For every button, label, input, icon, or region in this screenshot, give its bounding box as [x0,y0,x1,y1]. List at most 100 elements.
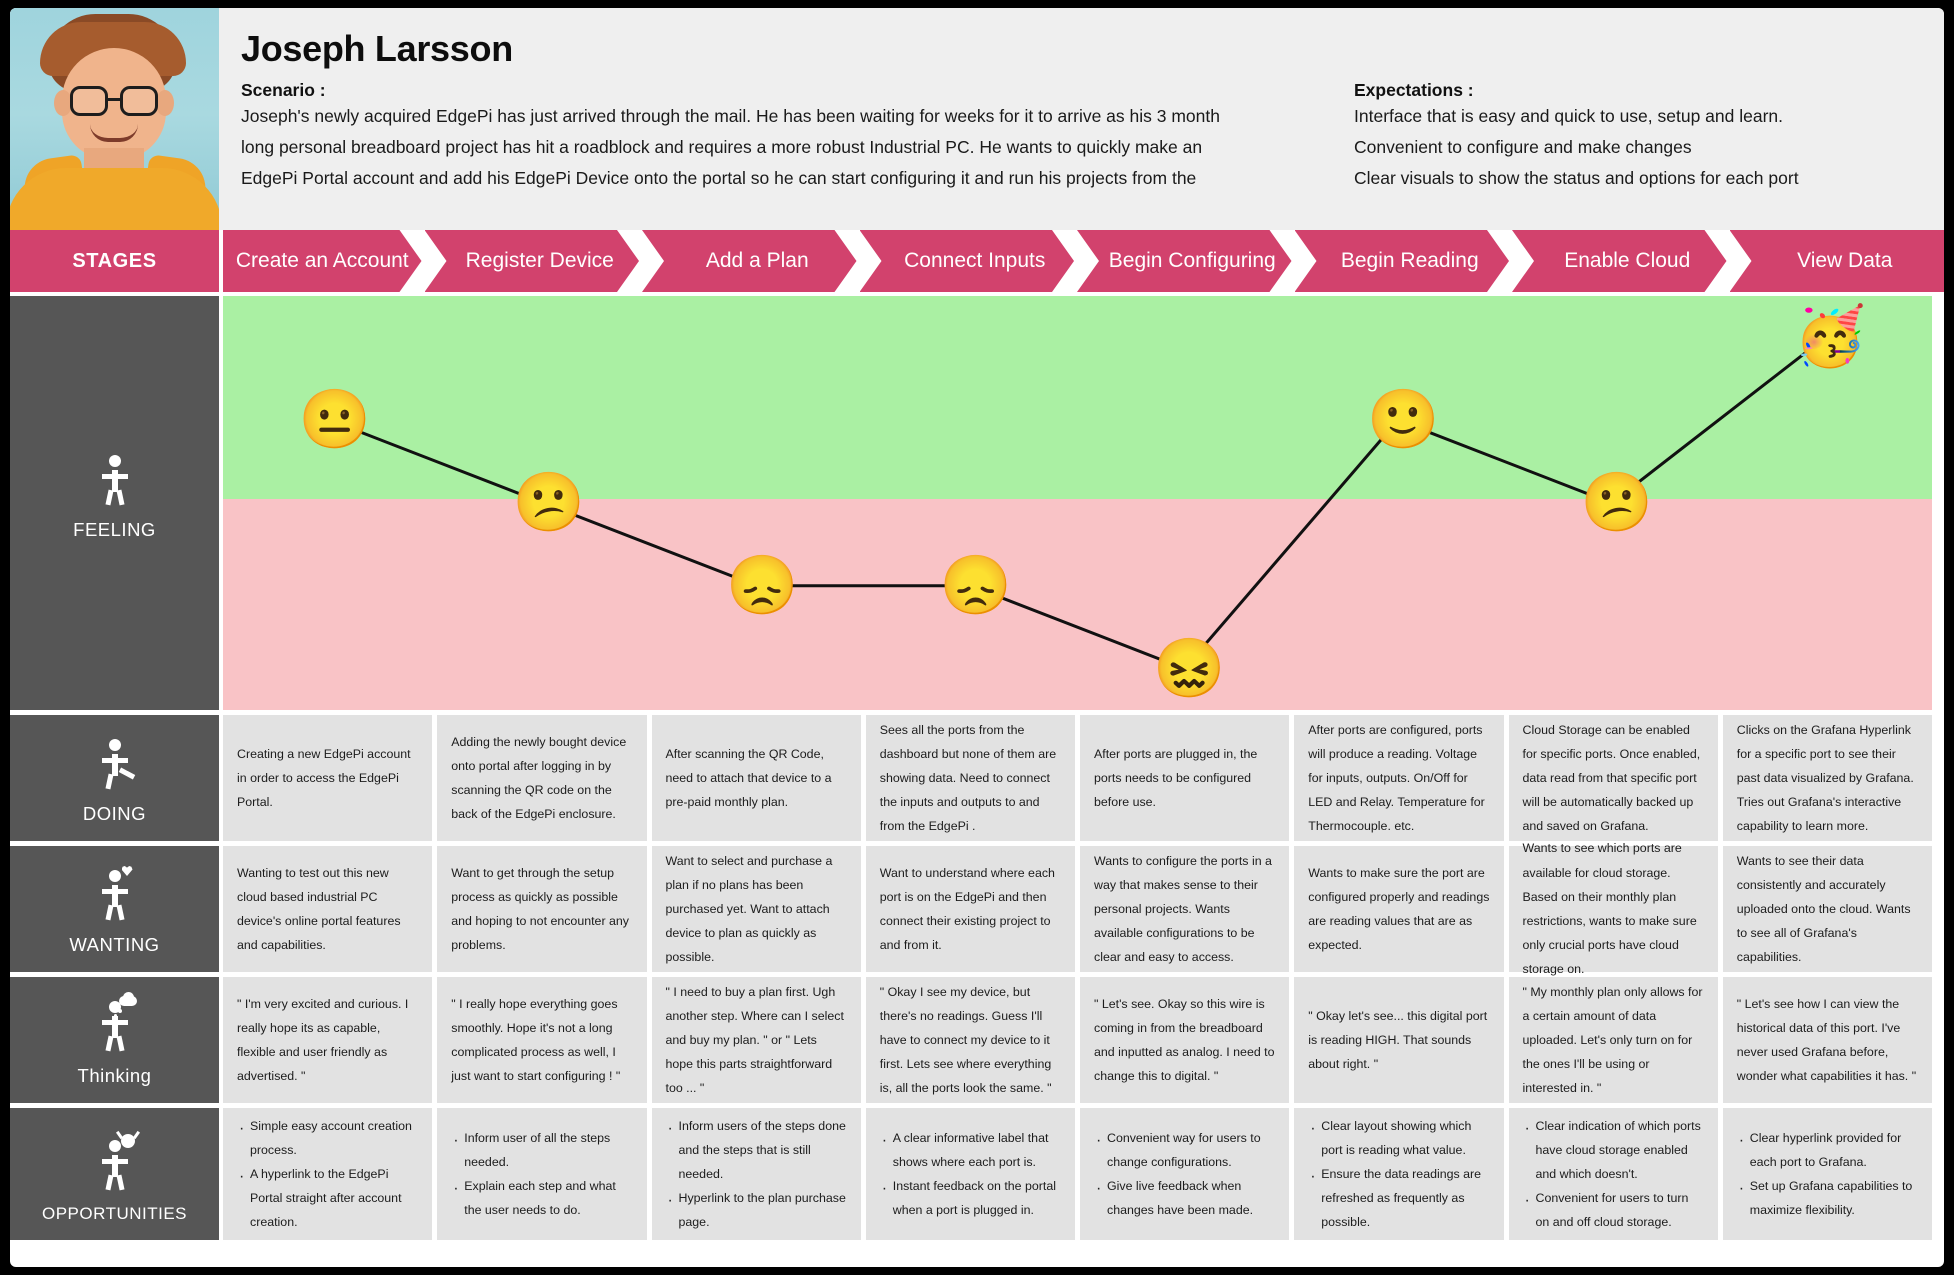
thinking-cell: " My monthly plan only allows for a cert… [1508,977,1718,1103]
doing-cell: Sees all the ports from the dashboard bu… [865,715,1075,841]
opportunities-list: Inform user of all the steps needed.Expl… [451,1125,632,1223]
scenario-line: EdgePi Portal account and add his EdgePi… [241,168,1197,189]
opportunities-item: Give live feedback when changes have bee… [1094,1173,1275,1222]
expectations-block: Expectations : Interface that is easy an… [1354,68,1944,194]
persona-details: Joseph Larsson Scenario : Joseph's newly… [219,8,1944,230]
wanting-row: Wanting to test out this new cloud based… [223,841,1932,976]
feeling-chart: 😐😕😞😞😖🙂😕🥳 [223,296,1932,710]
stage-chevron-5[interactable]: Begin Configuring [1077,230,1292,292]
stage-label: View Data [1797,249,1893,272]
opportunities-item: A hyperlink to the EdgePi Portal straigh… [237,1161,418,1235]
row-label-doing: DOING [10,715,219,841]
wanting-text: Wants to configure the ports in a way th… [1094,853,1272,965]
wanting-cell: Want to understand where each port is on… [865,846,1075,972]
row-label-text: WANTING [69,934,160,955]
opportunities-list: Inform users of the steps done and the s… [666,1113,847,1235]
thinking-text: " I'm very excited and curious. I really… [237,996,409,1084]
row-label-thinking: Thinking [10,977,219,1103]
opportunities-item: Inform user of all the steps needed. [451,1125,632,1174]
doing-row: Creating a new EdgePi account in order t… [223,715,1932,841]
thinking-cell: " Let's see how I can view the historica… [1722,977,1932,1103]
opportunities-item: A clear informative label that shows whe… [880,1125,1061,1174]
thinking-text: " I really hope everything goes smoothly… [451,996,621,1084]
journey-map-board: Joseph Larsson Scenario : Joseph's newly… [10,8,1944,1267]
opportunities-item: Instant feedback on the portal when a po… [880,1173,1061,1222]
thinking-cell: " Okay I see my device, but there's no r… [865,977,1075,1103]
opportunities-list: Simple easy account creation process.A h… [237,1113,418,1235]
expectation-line: Convenient to configure and make changes [1354,137,1692,158]
doing-cell: Cloud Storage can be enabled for specifi… [1508,715,1718,841]
doing-cell: Adding the newly bought device onto port… [437,715,647,841]
row-label-feeling: FEELING [10,296,219,710]
wanting-text: Wants to make sure the port are configur… [1308,865,1490,953]
person-lightbulb-icon [92,1130,140,1192]
thinking-cell: " I'm very excited and curious. I really… [223,977,433,1103]
wanting-cell: Wants to make sure the port are configur… [1294,846,1504,972]
band-negative [223,498,1932,710]
page-title: Joseph Larsson [241,28,513,69]
opportunities-cell: Simple easy account creation process.A h… [223,1108,433,1240]
opportunities-list: Convenient way for users to change confi… [1094,1125,1275,1223]
opportunities-cell: A clear informative label that shows whe… [865,1108,1075,1240]
feeling-emoji-7: 😕 [1580,470,1653,535]
opportunities-cell: Inform users of the steps done and the s… [651,1108,861,1240]
band-positive [223,296,1932,499]
wanting-text: Want to understand where each port is on… [879,865,1055,953]
person-running-icon [92,733,138,791]
opportunities-item: Convenient way for users to change confi… [1094,1125,1275,1174]
person-thought-bubble-icon [92,992,138,1053]
feeling-emoji-2: 😕 [512,470,585,535]
thinking-text: " Okay I see my device, but there's no r… [879,984,1052,1096]
thinking-row: " I'm very excited and curious. I really… [223,977,1932,1103]
feeling-emoji-3: 😞 [726,552,799,618]
expectation-line: Clear visuals to show the status and opt… [1354,168,1799,189]
doing-text: Adding the newly bought device onto port… [451,734,627,822]
stage-chevron-6[interactable]: Begin Reading [1295,230,1510,292]
stage-label: Connect Inputs [904,249,1046,272]
stage-chevron-2[interactable]: Register Device [425,230,640,292]
wanting-cell: Want to get through the setup process as… [437,846,647,972]
wanting-text: Wants to see their data consistently and… [1736,853,1911,965]
stage-chevron-8[interactable]: View Data [1729,230,1944,292]
wanting-cell: Wants to see which ports are available f… [1508,841,1718,976]
stage-label: Register Device [465,249,614,272]
person-icon [92,449,138,507]
feeling-emoji-8: 🥳 [1794,304,1867,370]
doing-text: After scanning the QR Code, need to atta… [665,746,832,810]
opportunities-item: Simple easy account creation process. [237,1113,418,1162]
feeling-emoji-5: 😖 [1153,635,1226,701]
opportunities-item: Ensure the data readings are refreshed a… [1308,1161,1489,1235]
stage-chevron-4[interactable]: Connect Inputs [860,230,1075,292]
opportunities-cell: Clear layout showing which port is readi… [1294,1108,1504,1240]
wanting-cell: Wanting to test out this new cloud based… [223,846,433,972]
stage-chevron-7[interactable]: Enable Cloud [1512,230,1727,292]
doing-text: After ports are plugged in, the ports ne… [1094,746,1258,810]
stage-chevron-1[interactable]: Create an Account [223,230,422,292]
row-label-wanting: WANTING [10,846,219,972]
thinking-text: " Let's see how I can view the historica… [1736,996,1917,1084]
doing-text: Creating a new EdgePi account in order t… [237,746,411,810]
row-label-text: Thinking [77,1065,152,1086]
feeling-line-path [223,296,1932,710]
thinking-cell: " I need to buy a plan first. Ugh anothe… [651,977,861,1103]
thinking-text: " I need to buy a plan first. Ugh anothe… [665,984,844,1096]
stage-label: Enable Cloud [1564,249,1691,272]
doing-text: Clicks on the Grafana Hyperlink for a sp… [1736,722,1914,834]
scenario-line: Joseph's newly acquired EdgePi has just … [241,106,1220,126]
opportunities-cell: Convenient way for users to change confi… [1080,1108,1290,1240]
stage-chevron-3[interactable]: Add a Plan [642,230,857,292]
doing-cell: Clicks on the Grafana Hyperlink for a sp… [1722,715,1932,841]
thinking-cell: " Okay let's see... this digital port is… [1294,977,1504,1103]
opportunities-cell: Inform user of all the steps needed.Expl… [437,1108,647,1240]
stage-label: Begin Configuring [1108,249,1276,272]
doing-cell: After ports are plugged in, the ports ne… [1080,715,1290,841]
wanting-text: Want to select and purchase a plan if no… [665,853,833,965]
thinking-text: " My monthly plan only allows for a cert… [1522,984,1703,1096]
wanting-text: Want to get through the setup process as… [451,865,629,953]
expectations-label: Expectations : [1354,80,1474,100]
scenario-line: long personal breadboard project has hit… [241,137,1203,158]
doing-cell: After scanning the QR Code, need to atta… [651,715,861,841]
feeling-emoji-4: 😞 [939,552,1012,618]
person-heart-icon [92,864,138,922]
